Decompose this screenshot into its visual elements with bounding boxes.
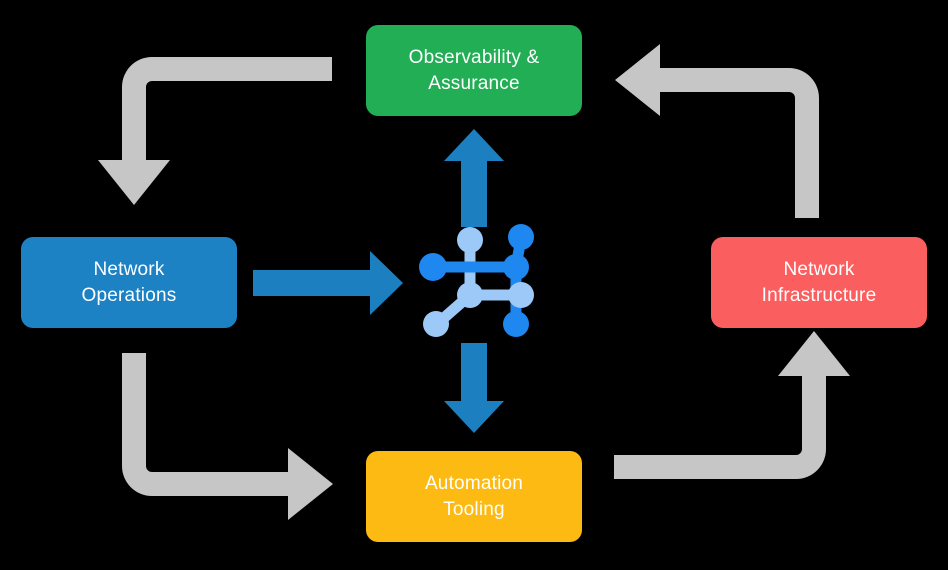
node-infrastructure-label: Network Infrastructure (761, 259, 877, 306)
node-operations-label: Network Operations (81, 259, 177, 306)
node-observability-assurance[interactable]: Observability & Assurance (366, 25, 582, 116)
node-observability-label: Observability & Assurance (408, 47, 540, 94)
blue-arrow-operations-to-center (253, 251, 403, 315)
gray-arrow-infrastructure-to-observability (615, 44, 819, 218)
node-network-operations[interactable]: Network Operations (21, 237, 237, 328)
gray-arrow-operations-to-automation (122, 353, 333, 520)
node-automation-tooling[interactable]: Automation Tooling (366, 451, 582, 542)
blue-arrow-center-to-observability (444, 129, 504, 227)
blue-arrow-center-to-automation (444, 343, 504, 433)
gray-arrow-automation-to-infrastructure (614, 331, 850, 479)
network-topology-icon (419, 224, 534, 337)
node-network-infrastructure[interactable]: Network Infrastructure (711, 237, 927, 328)
node-automation-label: Automation Tooling (424, 473, 524, 520)
gray-arrow-observability-to-operations (98, 57, 332, 205)
